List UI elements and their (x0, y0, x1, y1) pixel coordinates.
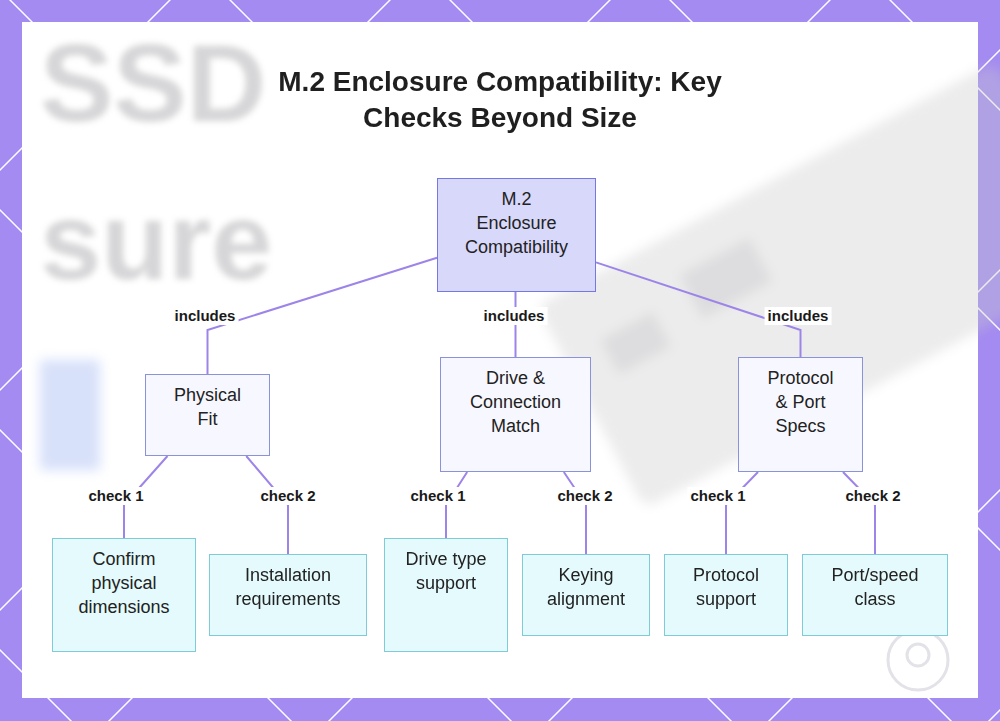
edge-label: check 2 (554, 487, 615, 505)
node-text: Keying alignment (536, 563, 636, 611)
connector-line (726, 472, 758, 554)
watermark-text: SSD (40, 28, 266, 138)
node-text: Confirm physical dimensions (74, 547, 174, 619)
node-text: M.2 Enclosure Compatibility (462, 187, 572, 259)
check-box: Protocol support (664, 554, 788, 636)
connector-line (564, 472, 586, 554)
node-text: Port/speed class (820, 563, 930, 611)
ssd-chip (600, 312, 672, 375)
connector-line (246, 456, 288, 554)
check-box: Drive type support (384, 538, 508, 652)
blue-blur (40, 360, 100, 470)
check-box: Port/speed class (802, 554, 948, 636)
category-box: Drive & Connection Match (440, 357, 591, 472)
node-text: Protocol support (676, 563, 776, 611)
edge-label: check 2 (842, 487, 903, 505)
connector-line (843, 472, 875, 554)
ssd-chip (679, 238, 773, 320)
category-box: Protocol & Port Specs (738, 357, 863, 472)
white-panel (22, 22, 978, 698)
watermark-text: sure (40, 186, 272, 296)
connector-line (446, 472, 467, 538)
node-text: Drive & Connection Match (460, 366, 572, 438)
edge-label: check 1 (407, 487, 468, 505)
edge-label: check 1 (687, 487, 748, 505)
check-box: Installation requirements (209, 554, 367, 636)
edge-label: includes (172, 307, 239, 325)
node-text: Drive type support (396, 547, 496, 595)
node-text: Protocol & Port Specs (763, 366, 839, 438)
diagram-title: M.2 Enclosure Compatibility: Key Checks … (250, 64, 750, 136)
check-box: Keying alignment (522, 554, 650, 636)
category-box: Physical Fit (145, 374, 270, 456)
check-box: Confirm physical dimensions (52, 538, 196, 652)
edge-label: check 2 (257, 487, 318, 505)
logo-badge (888, 630, 948, 690)
logo-mark (907, 644, 929, 666)
edge-label: includes (765, 307, 832, 325)
node-text: Installation requirements (218, 563, 358, 611)
edge-label: check 1 (85, 487, 146, 505)
node-text: Physical Fit (168, 383, 248, 431)
edge-label: includes (481, 307, 548, 325)
root-box: M.2 Enclosure Compatibility (437, 178, 596, 292)
